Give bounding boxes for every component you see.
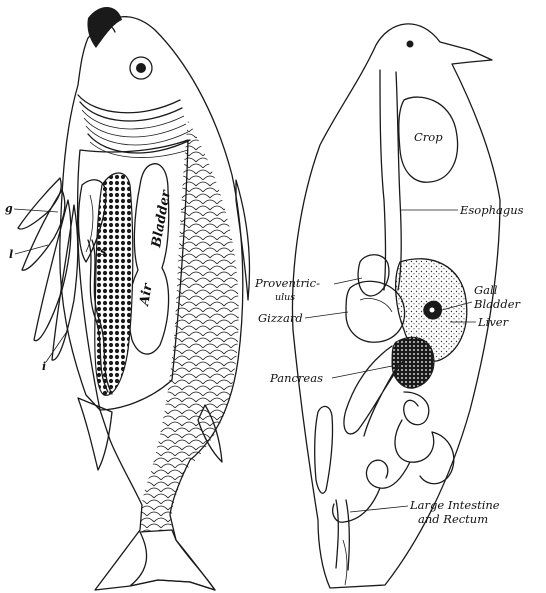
label-gall: Gall	[474, 283, 498, 297]
label-large-intestine: Large Intestine	[409, 498, 500, 512]
air-bladder-label-bladder: Bladder	[149, 188, 174, 249]
fish-mouth	[87, 7, 122, 48]
label-proventriculus-1: Proventric-	[254, 276, 320, 290]
fish-tail-fin	[130, 530, 215, 590]
fish-scales	[140, 120, 239, 532]
fish-label-s: s	[100, 245, 106, 258]
bird-drawing: Crop Esophagus Proventric- ulus Gizzard …	[254, 24, 524, 588]
label-rectum: and Rectum	[418, 512, 488, 526]
label-proventriculus-2: ulus	[275, 292, 295, 303]
bird-eye	[407, 41, 414, 48]
label-liver: Liver	[477, 315, 510, 329]
label-crop: Crop	[414, 130, 443, 144]
label-gizzard: Gizzard	[258, 311, 303, 325]
fish-label-g: g	[5, 202, 13, 215]
bird-rectum	[336, 500, 349, 570]
label-esophagus: Esophagus	[459, 203, 524, 217]
bird-caeca	[315, 406, 333, 493]
fish-label-l: l	[9, 248, 13, 261]
label-gall-bladder: Bladder	[473, 297, 522, 311]
fish-label-i: i	[42, 360, 46, 373]
fish-drawing: Bladder Air g l s i	[5, 7, 250, 590]
label-pancreas: Pancreas	[269, 371, 323, 385]
fish-gills	[78, 95, 190, 158]
air-bladder-label-air: Air	[137, 281, 156, 308]
fish-pelvic-fin	[78, 398, 112, 470]
bird-pancreas	[392, 337, 434, 388]
